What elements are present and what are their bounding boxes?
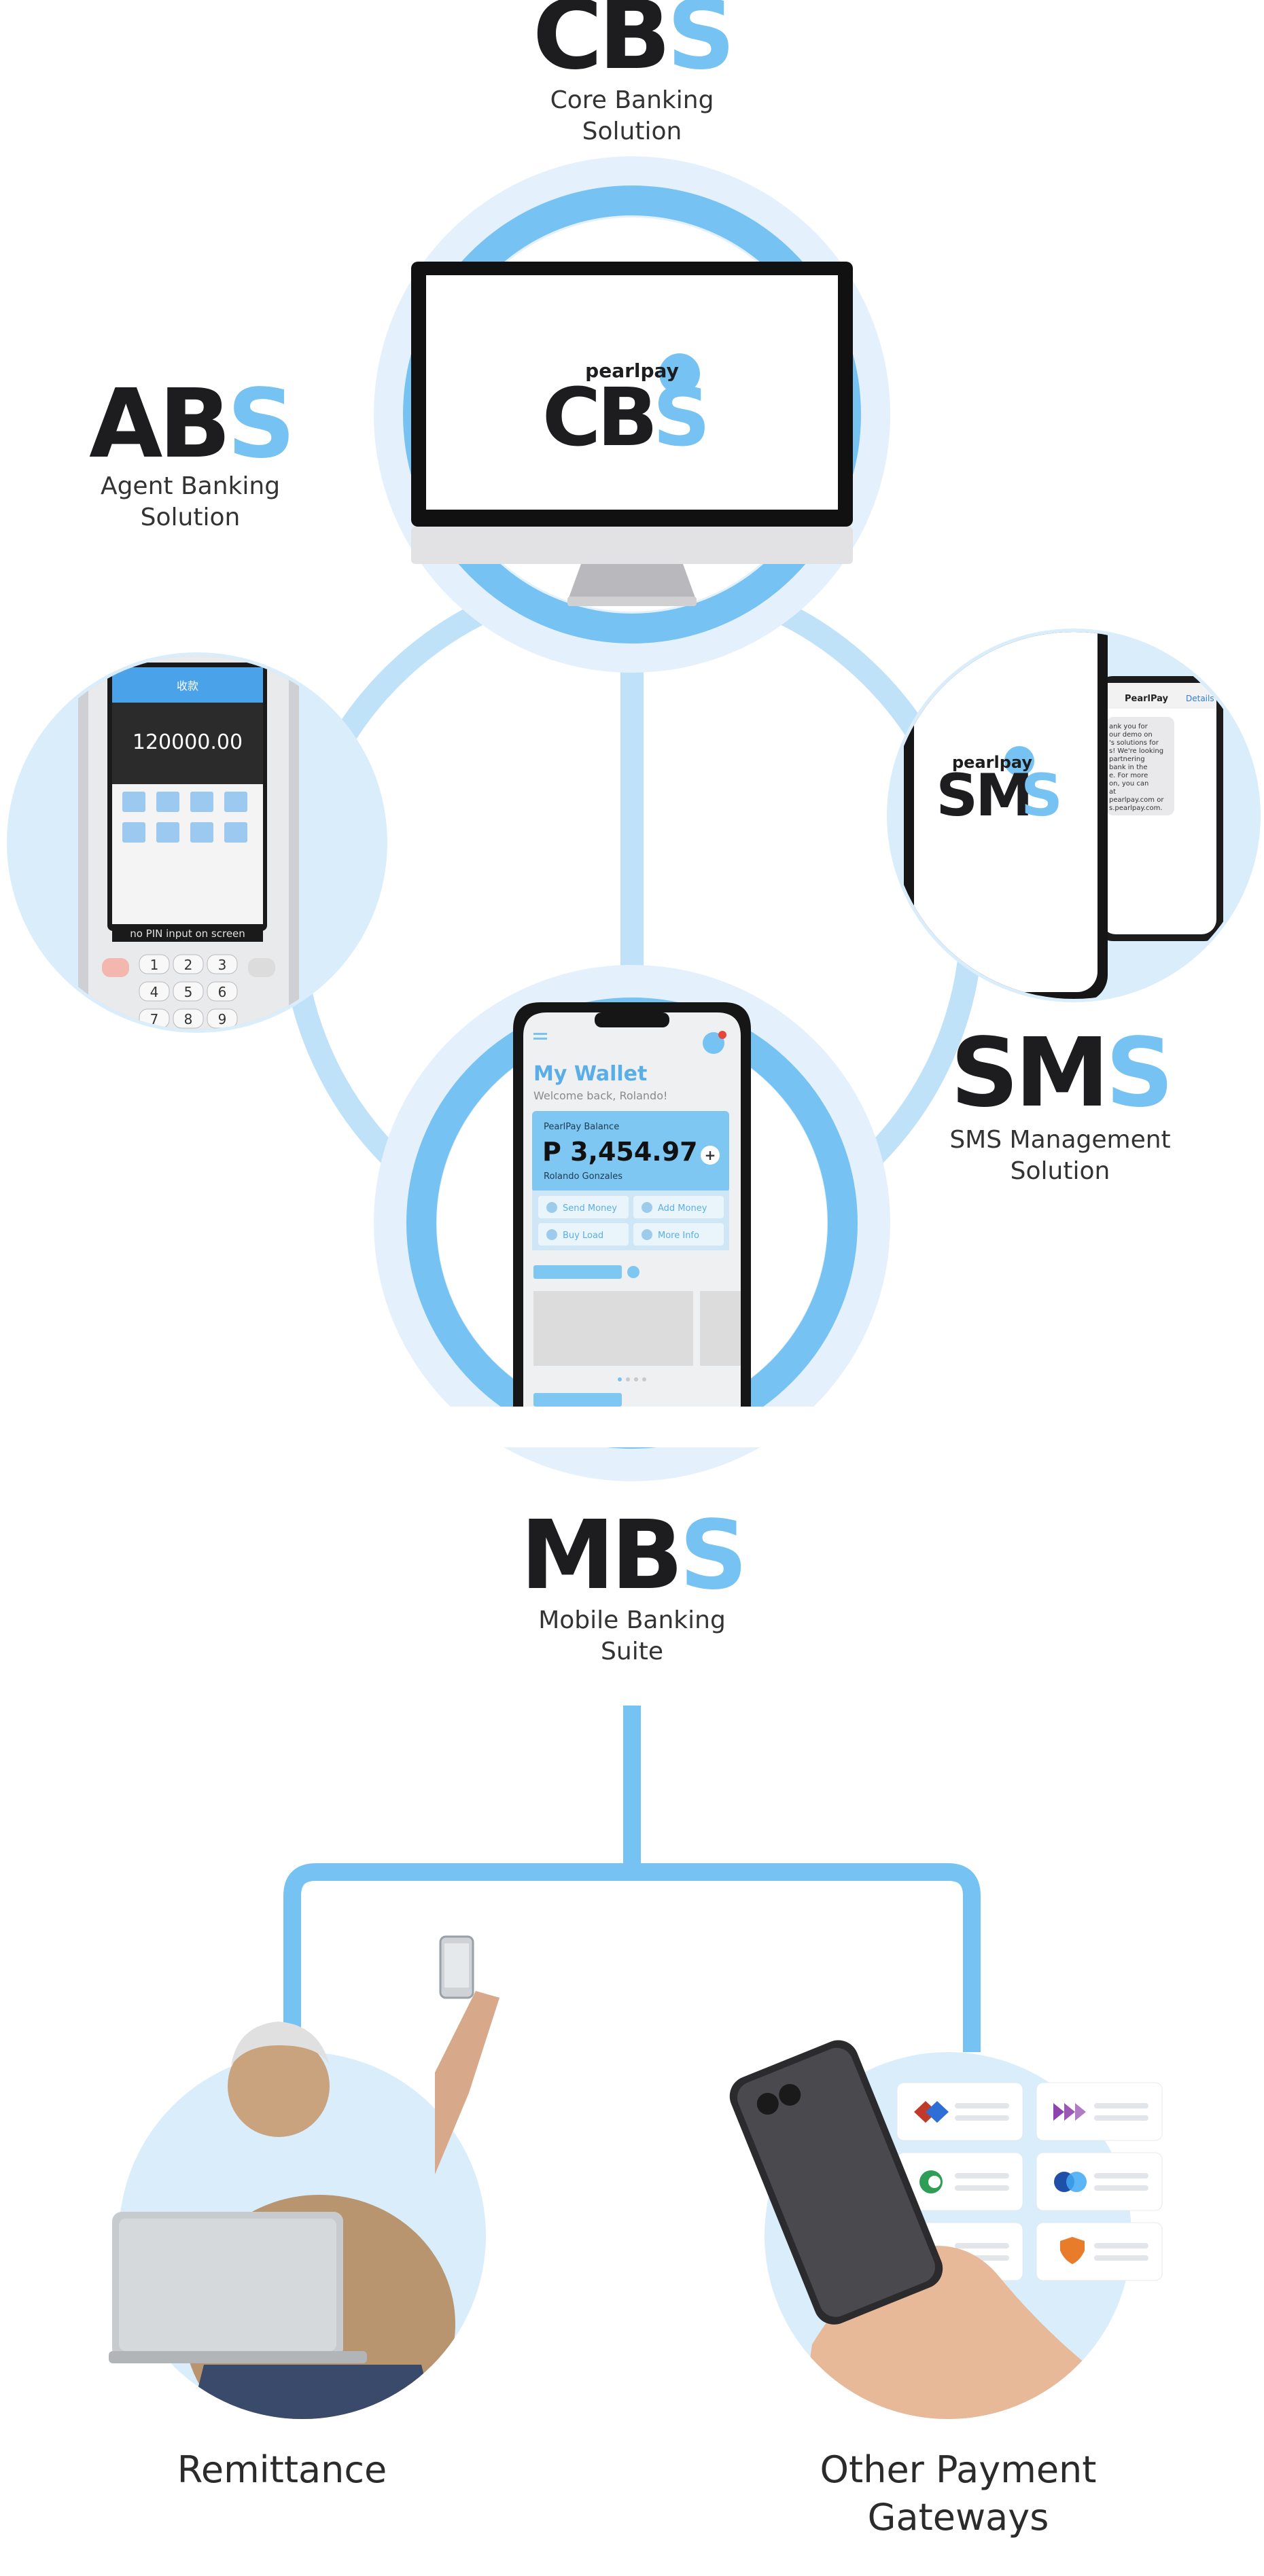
pos-key-8: 8 xyxy=(184,1011,193,1027)
pos-key-7: 7 xyxy=(150,1011,159,1027)
sms-acronym-main: SM xyxy=(950,1018,1110,1129)
gateways-illustration xyxy=(729,2040,1163,2419)
cbs-screen-brand: pearlpay xyxy=(585,359,679,382)
abs-acronym-main: AB xyxy=(89,369,231,480)
pos-pin-note: no PIN input on screen xyxy=(130,928,245,940)
svg-text:ank you for: ank you for xyxy=(1109,723,1148,730)
cbs-acronym: CBS xyxy=(496,0,768,87)
svg-text:bank in the: bank in the xyxy=(1109,764,1148,771)
svg-text:pearlpay.com or: pearlpay.com or xyxy=(1109,796,1164,804)
sms-back-details: Details xyxy=(1186,694,1214,703)
gateways-label-line1: Other Payment xyxy=(820,2448,1097,2491)
sms-screen-main: SM xyxy=(936,762,1031,830)
remittance-label: Remittance xyxy=(112,2446,452,2494)
mbs-phone: My Wallet Welcome back, Rolando! PearlPa… xyxy=(513,1002,751,1407)
abs-subtitle-line2: Solution xyxy=(140,504,241,531)
mbs-subtitle: Mobile Banking Suite xyxy=(496,1605,768,1668)
abs-acronym-accent: S xyxy=(227,369,296,480)
pos-key-2: 2 xyxy=(184,957,193,973)
sms-subtitle-line1: SMS Management xyxy=(949,1126,1171,1154)
mbs-action-load: Buy Load xyxy=(563,1231,603,1241)
svg-text:s.pearlpay.com.: s.pearlpay.com. xyxy=(1109,805,1163,812)
mbs-acronym: MBS xyxy=(496,1505,768,1607)
mbs-balance-label: PearlPay Balance xyxy=(544,1122,619,1132)
sms-screen-brand: pearlpay xyxy=(952,753,1032,772)
cbs-acronym-accent: S xyxy=(667,0,735,91)
svg-text:e. For more: e. For more xyxy=(1109,772,1148,779)
abs-acronym: ABS xyxy=(61,374,319,476)
sms-acronym: SMS xyxy=(924,1023,1196,1125)
svg-text:+: + xyxy=(705,1147,716,1163)
mbs-app-welcome: Welcome back, Rolando! xyxy=(533,1089,667,1102)
mbs-acronym-main: MB xyxy=(520,1500,684,1611)
sms-back-message: ank you for our demo on 's solutions for… xyxy=(1109,723,1164,812)
pos-key-1: 1 xyxy=(150,957,159,973)
gateways-label: Other Payment Gateways xyxy=(754,2446,1162,2541)
cbs-screen-main: CB xyxy=(542,370,654,464)
svg-text:on, you can: on, you can xyxy=(1109,780,1148,788)
pos-brand: wizarPOS xyxy=(105,622,184,639)
mbs-subtitle-line2: Suite xyxy=(601,1638,663,1665)
abs-subtitle-line1: Agent Banking xyxy=(100,472,281,500)
mbs-action-send: Send Money xyxy=(563,1203,617,1214)
pos-amount: 120000.00 xyxy=(133,730,243,754)
mbs-acronym-accent: S xyxy=(679,1500,748,1611)
cbs-subtitle: Core Banking Solution xyxy=(496,85,768,147)
remittance-illustration xyxy=(109,1935,499,2419)
svg-text:our demo on: our demo on xyxy=(1109,731,1153,739)
mbs-balance: P 3,454.97 xyxy=(542,1137,698,1167)
mbs-action-info: More Info xyxy=(658,1231,699,1241)
sms-subtitle: SMS Management Solution xyxy=(924,1125,1196,1187)
abs-subtitle: Agent Banking Solution xyxy=(54,471,326,533)
cbs-monitor: pearlpay CB S xyxy=(411,262,853,606)
mbs-action-add: Add Money xyxy=(658,1203,707,1214)
cbs-screen-accent: S xyxy=(653,370,711,464)
pos-key-6: 6 xyxy=(218,984,227,1000)
cbs-subtitle-line2: Solution xyxy=(582,118,682,145)
pos-key-3: 3 xyxy=(218,957,227,973)
sms-back-sender: PearlPay xyxy=(1125,694,1169,704)
mbs-subtitle-line1: Mobile Banking xyxy=(538,1606,726,1634)
remittance-label-text: Remittance xyxy=(177,2448,387,2491)
sms-subtitle-line2: Solution xyxy=(1010,1157,1110,1185)
mbs-app-title: My Wallet xyxy=(533,1062,647,1086)
gateways-label-line2: Gateways xyxy=(867,2496,1049,2539)
mbs-account-name: Rolando Gonzales xyxy=(544,1171,622,1182)
svg-text:'s solutions for: 's solutions for xyxy=(1109,739,1159,747)
branch-connector xyxy=(283,1706,981,2052)
sms-screen-accent: S xyxy=(1021,762,1063,830)
sms-phones: PearlPay Details ank you for our demo on… xyxy=(904,632,1223,999)
pos-key-4: 4 xyxy=(150,984,159,1000)
pos-key-5: 5 xyxy=(184,984,193,1000)
cbs-acronym-main: CB xyxy=(532,0,671,91)
pos-header-title: 收款 xyxy=(177,680,198,692)
cbs-subtitle-line1: Core Banking xyxy=(550,86,714,114)
svg-text:partnering: partnering xyxy=(1109,756,1145,763)
pos-key-9: 9 xyxy=(218,1011,227,1027)
svg-text:s! We're looking: s! We're looking xyxy=(1109,747,1163,755)
svg-text:at: at xyxy=(1109,788,1116,796)
abs-pos-terminal: wizarPOS 收款 120000.00 no PIN inpu xyxy=(78,622,299,1029)
sms-acronym-accent: S xyxy=(1105,1018,1174,1129)
